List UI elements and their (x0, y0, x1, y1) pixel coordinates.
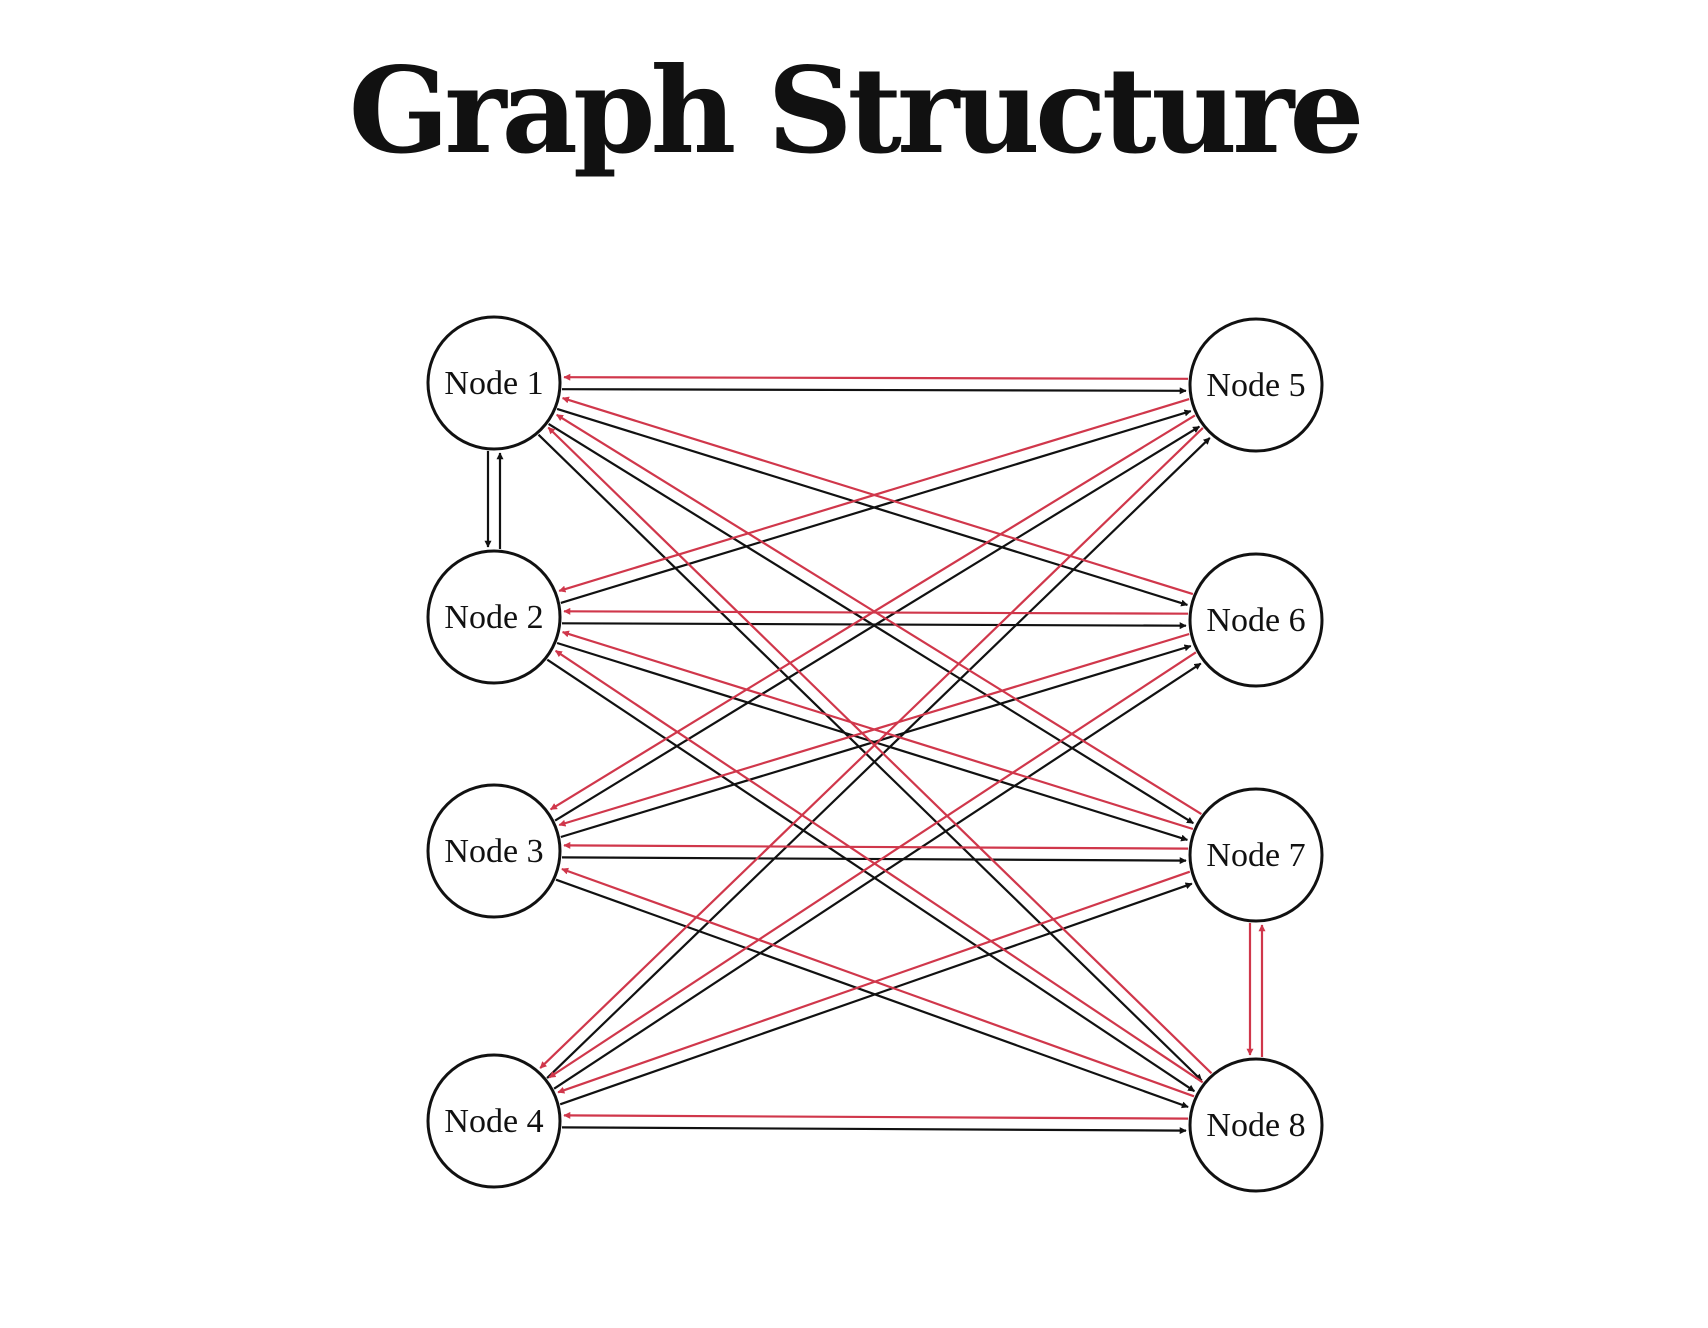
page-title: Graph Structure (348, 41, 1365, 180)
edge-n1-to-n6 (556, 407, 1189, 607)
graph-node-4: Node 4 (426, 1053, 562, 1189)
node-circle (1188, 317, 1324, 453)
node-label: Node 5 (1206, 367, 1305, 404)
node-label: Node 7 (1206, 837, 1305, 874)
node-circle (1188, 1057, 1324, 1193)
graph-node-8: Node 8 (1188, 1057, 1324, 1193)
edge-n3-to-n6 (560, 644, 1192, 839)
node-circle (1188, 787, 1324, 923)
edge-n4-to-n6 (553, 662, 1202, 1090)
edges-layer (484, 373, 1266, 1135)
graph-node-7: Node 7 (1188, 787, 1324, 923)
edge-n7-to-n2 (561, 630, 1194, 831)
edge-n3-to-n7 (561, 856, 1187, 865)
edge-n4-to-n8 (561, 1126, 1187, 1135)
graph-node-5: Node 5 (1188, 317, 1324, 453)
edge-n2-to-n8 (546, 658, 1196, 1093)
nodes-layer: Node 1 Node 2 Node 3 Node 4 Node 5 Node 6 Node… (426, 315, 1324, 1193)
node-circle (426, 315, 562, 451)
graph-node-6: Node 6 (1188, 552, 1324, 688)
edge-n3-to-n5 (554, 425, 1200, 822)
edge-n6-to-n4 (548, 651, 1197, 1079)
graph-node-2: Node 2 (426, 549, 562, 685)
node-label: Node 3 (444, 833, 543, 870)
graph-node-1: Node 1 (426, 315, 562, 451)
node-label: Node 8 (1206, 1107, 1305, 1144)
edge-n1-to-n5 (561, 387, 1187, 395)
node-circle (426, 783, 562, 919)
edge-n4-to-n5 (546, 437, 1211, 1079)
node-label: Node 2 (444, 599, 543, 636)
edge-n8-to-n2 (554, 649, 1204, 1084)
edge-n6-to-n1 (561, 396, 1194, 596)
edge-n8-to-n4 (563, 1111, 1189, 1120)
graph-node-3: Node 3 (426, 783, 562, 919)
edge-n7-to-n1 (556, 413, 1202, 816)
node-circle (426, 1053, 562, 1189)
edge-n8-to-n3 (561, 867, 1195, 1098)
node-circle (426, 549, 562, 685)
edge-n3-to-n8 (555, 878, 1189, 1109)
edge-n5-to-n4 (539, 427, 1204, 1069)
edge-n5-to-n1 (563, 373, 1189, 381)
node-label: Node 1 (444, 365, 543, 402)
edge-n2-to-n5 (560, 409, 1192, 604)
node-circle (1188, 552, 1324, 688)
edge-n1-to-n8 (537, 433, 1203, 1082)
node-label: Node 4 (444, 1103, 543, 1140)
edge-n8-to-n1 (547, 426, 1213, 1075)
edge-n4-to-n7 (559, 882, 1193, 1106)
edge-n7-to-n3 (563, 841, 1189, 850)
node-label: Node 6 (1206, 602, 1305, 639)
